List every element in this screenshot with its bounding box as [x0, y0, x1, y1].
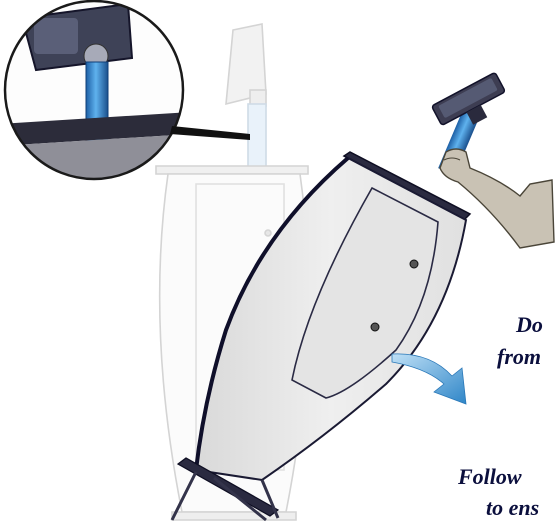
caption-line-4: to ens	[486, 497, 539, 519]
ghost-door-knob	[265, 230, 271, 236]
caption-line-3: Follow	[458, 466, 522, 488]
caption-line-2: from	[497, 346, 541, 368]
callout-pointer	[170, 126, 250, 140]
zoom-callout-icon	[0, 0, 250, 190]
ghost-top-plate	[156, 166, 308, 174]
tipping-arrow-icon	[392, 354, 466, 404]
door-knob-upper	[410, 260, 418, 268]
ghost-pole	[248, 104, 266, 170]
door-knob-lower	[371, 323, 379, 331]
caption-line-1: Do	[516, 314, 543, 336]
